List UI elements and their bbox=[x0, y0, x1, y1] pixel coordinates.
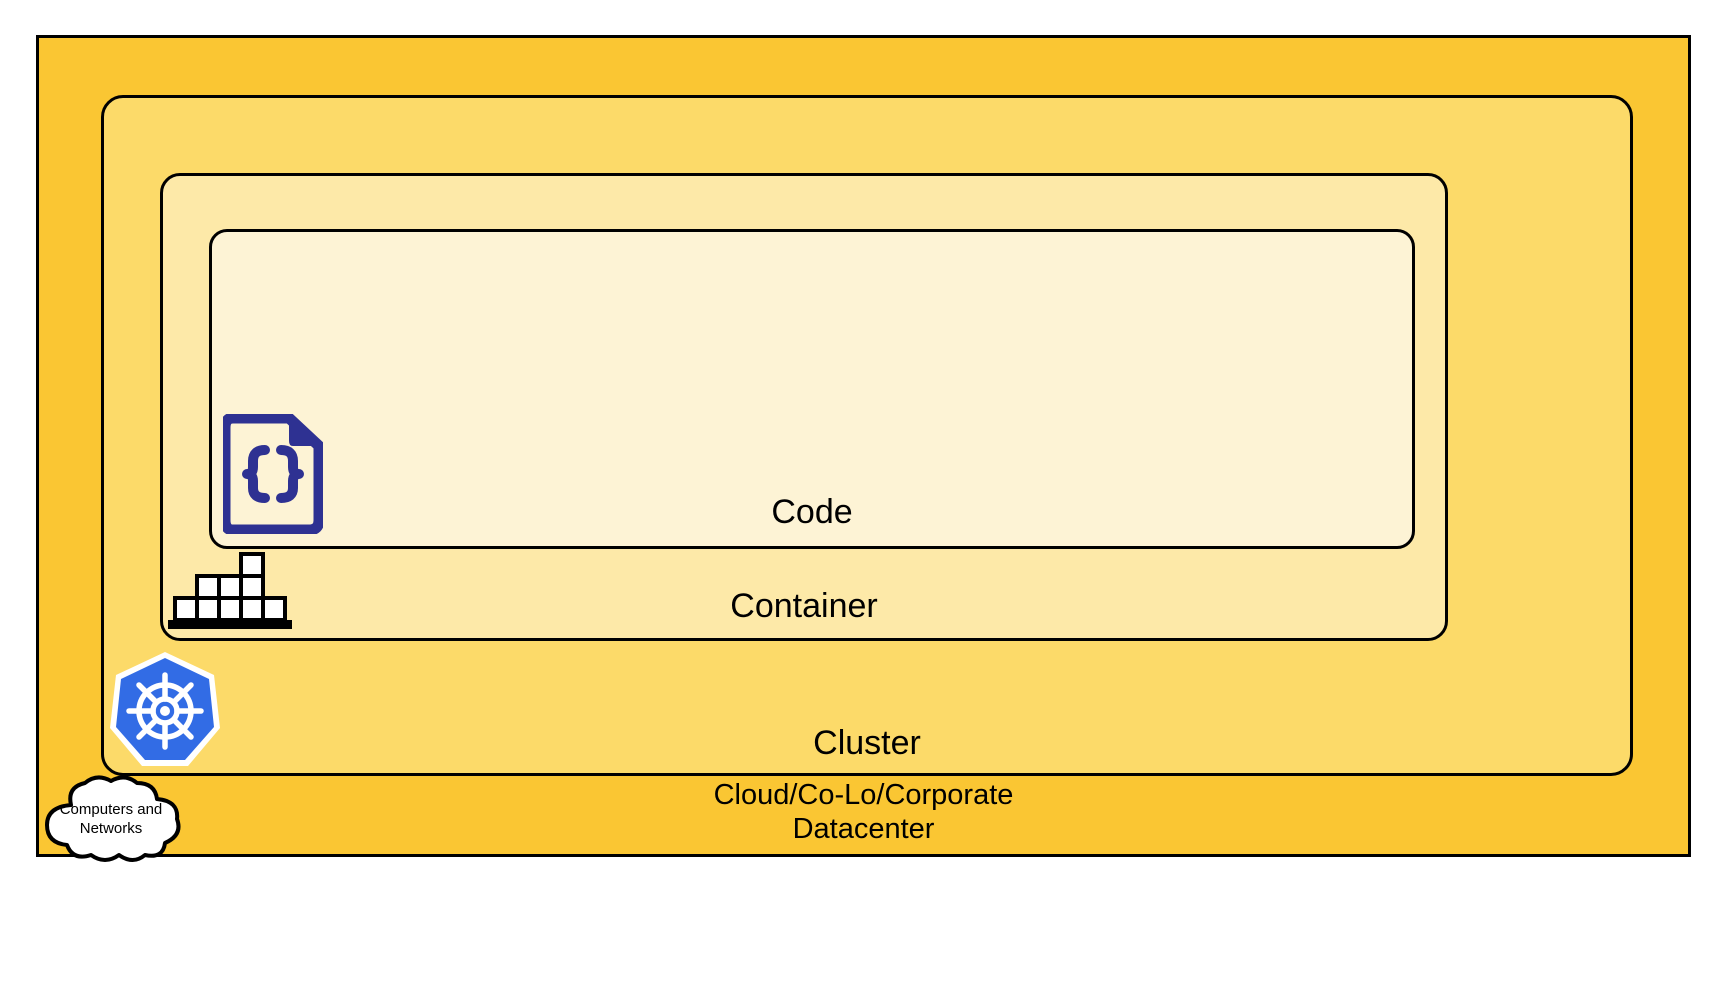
layer-datacenter[interactable]: Code Container Cluster Cloud/Co-Lo/Corpo… bbox=[36, 35, 1691, 857]
layer-label-container: Container bbox=[730, 586, 878, 625]
layer-cluster[interactable]: Code Container Cluster bbox=[101, 95, 1633, 776]
layer-label-code: Code bbox=[771, 492, 853, 531]
layer-code[interactable]: Code bbox=[209, 229, 1415, 549]
cloud-callout-label: Computers and Networks bbox=[59, 800, 163, 838]
stacked-boxes-icon bbox=[168, 552, 292, 630]
layer-container[interactable]: Code Container bbox=[160, 173, 1448, 641]
computers-and-networks-cloud[interactable]: Computers and Networks bbox=[37, 775, 185, 863]
kubernetes-helm-icon bbox=[110, 651, 220, 767]
json-document-icon bbox=[219, 412, 325, 536]
layer-label-datacenter: Cloud/Co-Lo/Corporate Datacenter bbox=[713, 779, 1014, 845]
layer-label-cluster: Cluster bbox=[813, 723, 921, 762]
